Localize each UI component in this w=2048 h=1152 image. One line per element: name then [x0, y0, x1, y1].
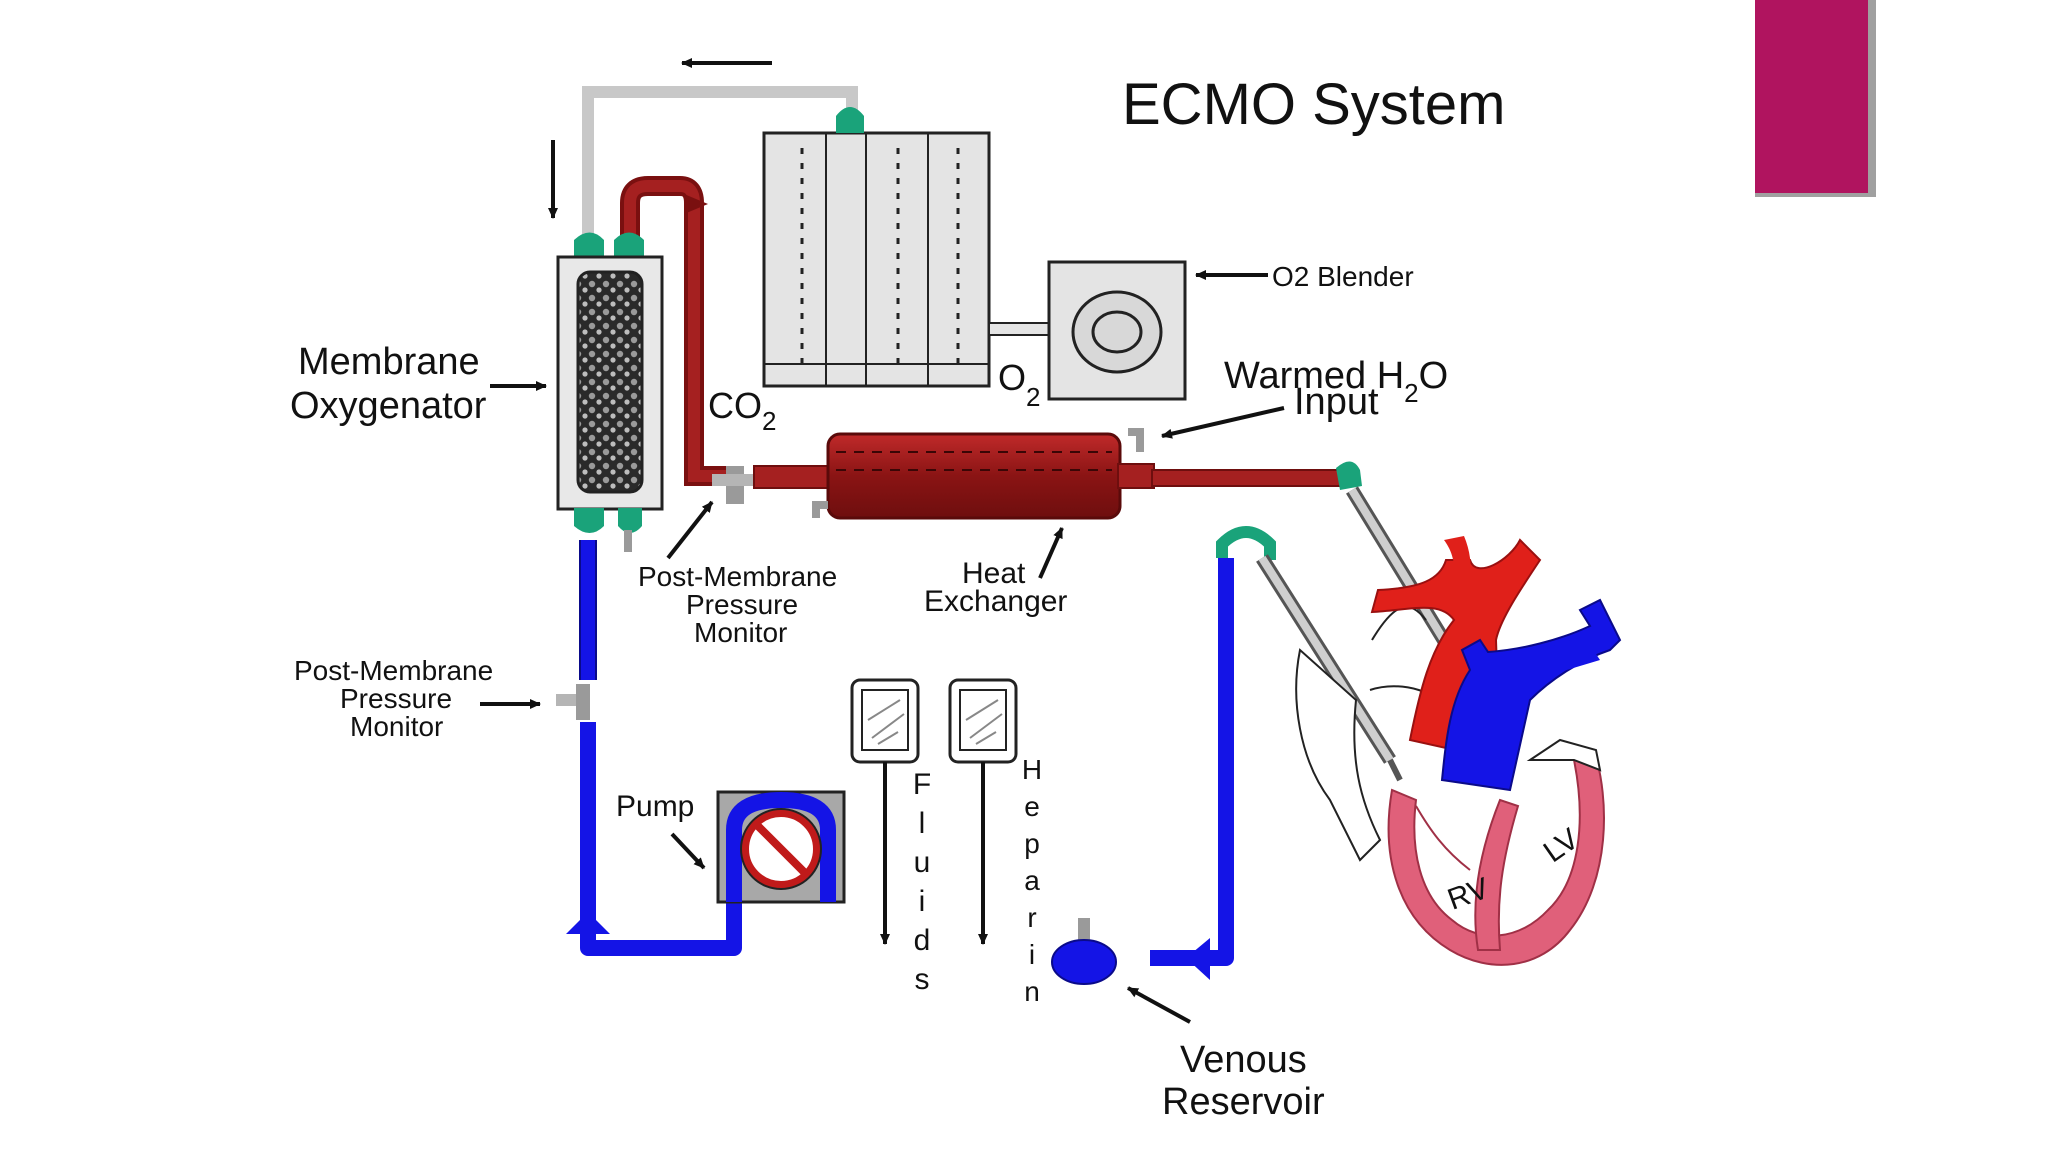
- arterial-cannula: [1346, 486, 1462, 664]
- accent-color-block: [1755, 0, 1868, 193]
- venous-reservoir-arrow: [1127, 986, 1191, 1024]
- co2-label-main: CO: [708, 385, 762, 426]
- pump: [716, 790, 846, 904]
- post-membrane-label-2a: Post-Membrane: [294, 655, 493, 686]
- warmed-h2o-part1: Warmed H: [1224, 355, 1404, 397]
- venous-cannula: [1256, 554, 1403, 782]
- co2-label: CO2: [708, 385, 776, 436]
- fluids-label: Fluids: [906, 768, 939, 1002]
- post-membrane-monitor-lower-connector: [556, 684, 590, 720]
- venous-reservoir-label-1: Venous: [1180, 1039, 1307, 1081]
- heat-exchanger-arrow: [1038, 527, 1064, 579]
- membrane-oxygenator-label-2: Oxygenator: [290, 385, 487, 427]
- warmed-h2o-sub: 2: [1404, 378, 1418, 408]
- warm-water-outlet: [812, 501, 828, 518]
- accent-shadow: [1868, 0, 1876, 196]
- fluids-bag: [850, 678, 920, 945]
- pump-arrow: [670, 832, 706, 870]
- accent-block: [1755, 0, 1876, 197]
- accent-shadow-bottom: [1755, 193, 1876, 197]
- pump-label: Pump: [616, 790, 694, 823]
- heart: [1295, 536, 1622, 966]
- membrane-oxygenator: [556, 232, 664, 552]
- o2-label-main: O: [998, 357, 1026, 398]
- gas-line: [582, 86, 858, 245]
- venous-reservoir: [1051, 918, 1117, 985]
- heat-exchanger-label-2: Exchanger: [924, 585, 1067, 618]
- blender-link: [988, 322, 1050, 336]
- venous-connector: [1216, 526, 1276, 560]
- post-membrane-label-1b: Pressure: [686, 589, 798, 620]
- post-membrane-monitor-top-connector: [712, 466, 758, 504]
- warmed-h2o-arrow: [1161, 406, 1285, 439]
- venous-line-outline: [579, 540, 597, 680]
- venous-reservoir-label-2: Reservoir: [1162, 1081, 1325, 1123]
- post-membrane-arrow-1: [666, 500, 714, 560]
- heat-exchanger-label-1: Heat: [962, 557, 1026, 590]
- heparin-bag: [948, 678, 1018, 945]
- flow-meter: [762, 107, 991, 388]
- o2-blender-label: O2 Blender: [1272, 261, 1414, 292]
- co2-label-sub: 2: [762, 406, 776, 436]
- arterial-connector: [1336, 461, 1362, 490]
- venous-up-arrowhead: [566, 912, 610, 934]
- post-membrane-label-2c: Monitor: [350, 711, 443, 742]
- heparin-label: Heparin: [1017, 754, 1048, 1013]
- post-membrane-label-2b: Pressure: [340, 683, 452, 714]
- warmed-h2o-input-label: Input: [1294, 381, 1379, 423]
- flow-meter-connector: [836, 107, 864, 133]
- warm-water-inlet: [1128, 428, 1144, 452]
- warmed-h2o-label: Warmed H2O: [1224, 355, 1448, 408]
- post-membrane-label-1c: Monitor: [694, 617, 787, 648]
- warmed-h2o-part3: O: [1419, 355, 1449, 397]
- o2-blender: [1047, 260, 1187, 401]
- o2-label: O2: [998, 357, 1040, 412]
- venous-left-arrowhead: [1186, 938, 1210, 980]
- post-membrane-label-1a: Post-Membrane: [638, 561, 837, 592]
- membrane-oxygenator-label-1: Membrane: [298, 341, 480, 383]
- arterial-line-oxygenator: [620, 176, 742, 486]
- page-title: ECMO System: [1122, 72, 1506, 137]
- heat-exchanger: [753, 428, 1351, 520]
- o2-label-sub: 2: [1026, 382, 1040, 412]
